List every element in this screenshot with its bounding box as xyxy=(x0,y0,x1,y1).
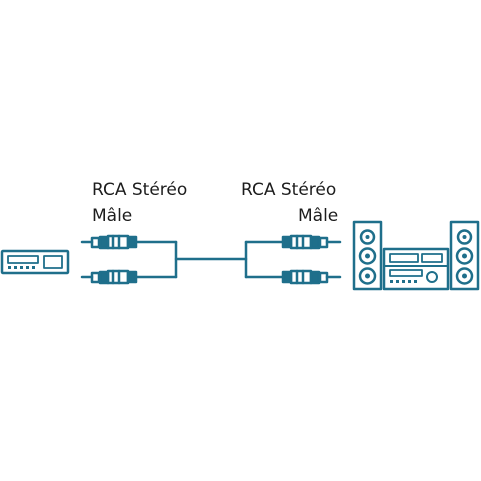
left-connector-label-line1: RCA Stéréo xyxy=(92,180,188,200)
left-rca-plug-top xyxy=(80,234,178,250)
hifi-stereo-system-icon xyxy=(352,220,480,291)
right-connector-label-line2: Mâle xyxy=(298,206,339,226)
right-speaker-icon xyxy=(449,220,480,291)
left-connector-label-line2: Mâle xyxy=(92,206,133,226)
right-rca-plug-top xyxy=(244,234,342,250)
stereo-receiver-icon xyxy=(382,247,450,291)
left-rca-plug-bottom xyxy=(80,269,178,285)
cable xyxy=(174,240,248,279)
left-speaker-icon xyxy=(352,220,383,291)
right-connector-label-line1: RCA Stéréo xyxy=(241,180,337,200)
right-rca-plug-bottom xyxy=(244,269,342,285)
audio-source-device-icon xyxy=(0,249,70,275)
